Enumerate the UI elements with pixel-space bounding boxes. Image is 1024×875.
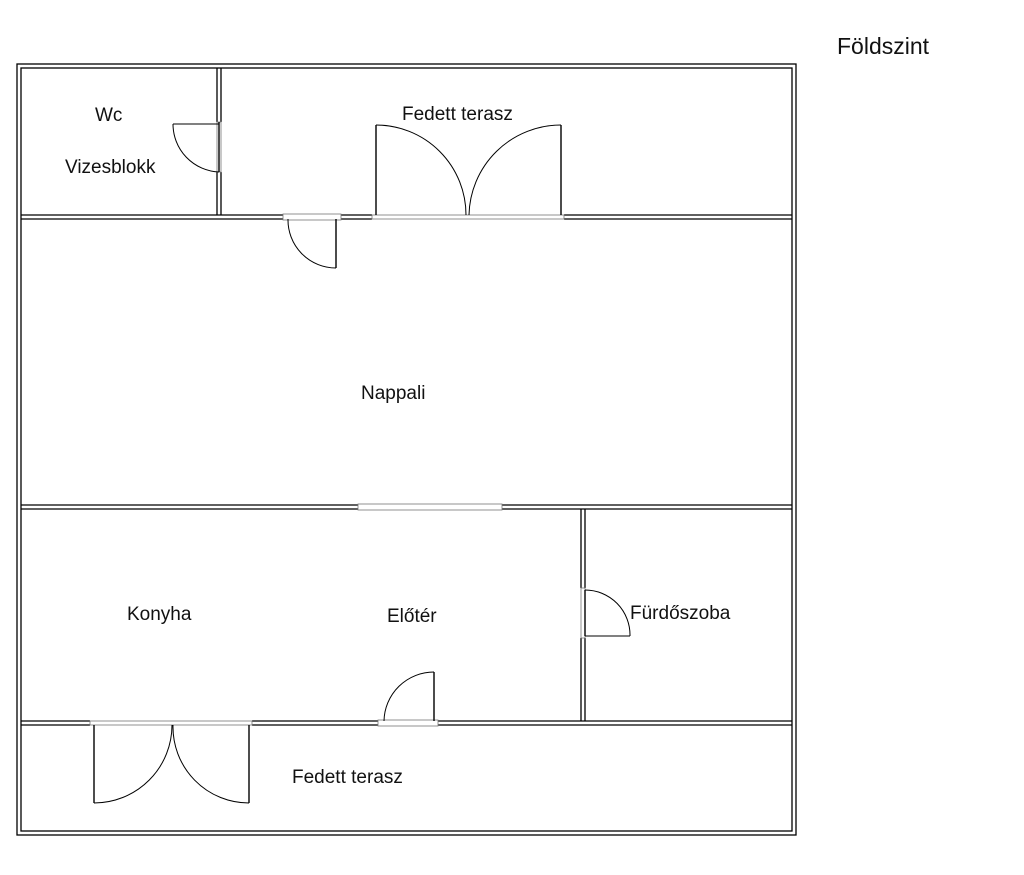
plan-title: Földszint bbox=[837, 33, 930, 59]
wc-door bbox=[172, 121, 222, 173]
room-label-terrace-top: Fedett terasz bbox=[402, 104, 513, 125]
room-label-vizesblokk: Vizesblokk bbox=[65, 157, 156, 178]
terrace-top-double-door bbox=[371, 124, 565, 220]
room-label-terrace-bottom: Fedett terasz bbox=[292, 767, 403, 788]
kitchen-double-door bbox=[89, 720, 253, 804]
hall-door bbox=[377, 671, 439, 727]
room-label-bathroom: Fürdőszoba bbox=[630, 603, 731, 624]
bathroom-door bbox=[580, 587, 631, 639]
living-door bbox=[282, 213, 342, 269]
wall-living-lower-rooms bbox=[21, 503, 792, 511]
room-label-living: Nappali bbox=[361, 383, 425, 404]
room-label-hall: Előtér bbox=[387, 606, 437, 627]
room-label-wc: Wc bbox=[95, 105, 122, 126]
outer-wall bbox=[16, 63, 797, 836]
room-label-kitchen: Konyha bbox=[127, 604, 192, 625]
